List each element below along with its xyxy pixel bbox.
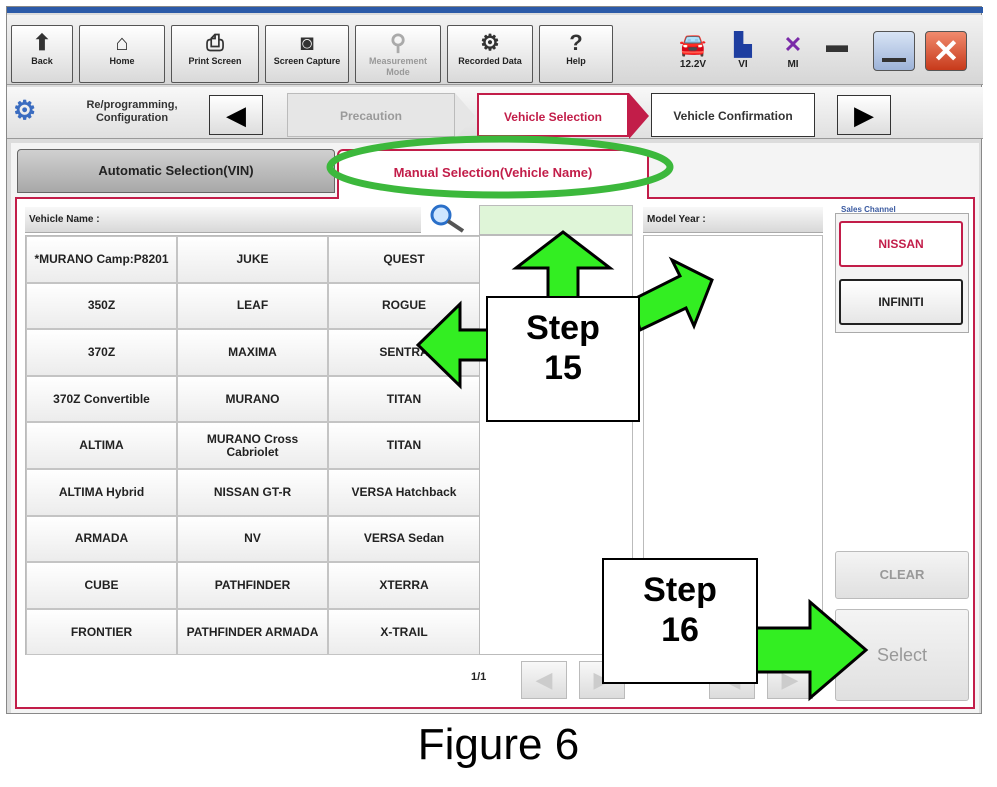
vehicle-name-cell[interactable]: ALTIMA xyxy=(26,422,177,469)
clear-button[interactable]: CLEAR xyxy=(835,551,969,599)
vehicle-name-cell[interactable]: ROGUE xyxy=(328,282,480,330)
breadcrumb-step-precaution: Precaution xyxy=(287,93,455,137)
vehicle-name-cell[interactable]: MAXIMA xyxy=(177,329,328,376)
vehicle-name-cell[interactable]: 370Z Convertible xyxy=(26,375,177,423)
breadcrumb: ⚙ Re/programming, Configuration ◀ Precau… xyxy=(7,87,983,139)
figure-caption: Figure 6 xyxy=(417,720,580,769)
prev-page-button[interactable]: ◀ xyxy=(521,661,567,699)
vehicle-name-cell[interactable]: NV xyxy=(177,515,328,563)
search-icon[interactable] xyxy=(427,203,467,235)
vehicle-name-cell[interactable]: CUBE xyxy=(26,562,177,609)
sales-channel-label: Sales Channel xyxy=(841,205,896,214)
triangle-right-icon: ▶ xyxy=(781,667,799,692)
tab-automatic-selection[interactable]: Automatic Selection(VIN) xyxy=(17,149,335,193)
screen-capture-button[interactable]: ◙ Screen Capture xyxy=(265,25,349,83)
minimize-button[interactable] xyxy=(873,31,915,71)
selection-panel: Automatic Selection(VIN) Vehicle Name : … xyxy=(11,143,979,713)
vehicle-name-cell[interactable]: X-TRAIL xyxy=(328,608,480,656)
vehicle-name-cell[interactable]: QUEST xyxy=(328,236,480,283)
breadcrumb-next-button[interactable]: ▶ xyxy=(837,95,891,135)
recorded-data-button[interactable]: ⚙ Recorded Data xyxy=(447,25,533,83)
infiniti-button[interactable]: INFINITI xyxy=(839,279,963,325)
reprogramming-section: ⚙ Re/programming, Configuration xyxy=(13,93,197,133)
vehicle-name-cell[interactable]: TITAN xyxy=(328,375,480,423)
measurement-icon: ⚲ xyxy=(389,30,407,55)
home-icon: ⌂ xyxy=(115,30,129,55)
vehicle-name-cell[interactable]: VERSA Sedan xyxy=(328,515,480,563)
mi-status: ✕ MI xyxy=(771,31,815,70)
breadcrumb-step-vehicle-selection: Vehicle Selection xyxy=(477,93,629,137)
title-bar xyxy=(7,7,983,13)
back-arrow-icon: ⬆ xyxy=(32,30,52,55)
print-screen-button[interactable]: ⎙ Print Screen xyxy=(171,25,259,83)
breadcrumb-step-vehicle-confirmation: Vehicle Confirmation xyxy=(651,93,815,137)
tab-manual-selection[interactable]: Manual Selection(Vehicle Name) xyxy=(337,149,649,199)
vehicle-name-cell[interactable]: FRONTIER xyxy=(26,608,177,656)
vehicle-name-cell[interactable]: PATHFINDER xyxy=(177,562,328,609)
battery-voltage-status: 🚘 12.2V xyxy=(671,31,715,70)
vehicle-name-cell[interactable]: LEAF xyxy=(177,282,328,330)
vehicle-name-cell[interactable]: XTERRA xyxy=(328,562,480,609)
vi-status: ▙ VI xyxy=(721,31,765,70)
vehicle-name-cell[interactable]: VERSA Hatchback xyxy=(328,468,480,516)
model-year-next-button[interactable]: ▶ xyxy=(767,661,813,699)
vehicle-search-input[interactable] xyxy=(479,205,633,235)
model-year-label: Model Year : xyxy=(643,207,823,233)
mi-disconnected-icon: ✕ xyxy=(783,32,803,57)
vehicle-name-cell[interactable]: 370Z xyxy=(26,329,177,376)
page-indicator: 1/1 xyxy=(471,671,487,683)
back-button[interactable]: ⬆ Back xyxy=(11,25,73,83)
reprogramming-icon: ⚙ xyxy=(13,95,37,125)
help-button[interactable]: ? Help xyxy=(539,25,613,83)
vehicle-name-cell[interactable]: 350Z xyxy=(26,282,177,330)
close-button[interactable]: ✕ xyxy=(925,31,967,71)
battery-status: ▬ xyxy=(815,31,859,59)
help-icon: ? xyxy=(569,30,583,55)
select-button[interactable]: Select xyxy=(835,609,969,701)
vehicle-name-cell[interactable]: *MURANO Camp:P8201 xyxy=(26,236,177,283)
vehicle-name-label: Vehicle Name : xyxy=(25,207,421,233)
vehicle-name-cell[interactable]: JUKE xyxy=(177,236,328,283)
breadcrumb-chevron xyxy=(455,93,475,139)
vehicle-name-cell[interactable]: SENTRA xyxy=(328,329,480,376)
vehicle-name-cell[interactable]: NISSAN GT-R xyxy=(177,468,328,516)
breadcrumb-chevron-active xyxy=(629,93,649,139)
home-button[interactable]: ⌂ Home xyxy=(79,25,165,83)
triangle-left-icon: ◀ xyxy=(226,100,246,130)
printer-icon: ⎙ xyxy=(206,30,224,55)
vehicle-name-cell[interactable]: MURANO Cross Cabriolet xyxy=(177,422,328,469)
toolbar: ⬆ Back ⌂ Home ⎙ Print Screen ◙ Screen Ca… xyxy=(7,15,983,85)
triangle-left-icon: ◀ xyxy=(535,667,553,692)
vehicle-name-cell[interactable]: MURANO xyxy=(177,375,328,423)
vehicle-name-cell[interactable]: ARMADA xyxy=(26,515,177,563)
vi-connector-icon: ▙ xyxy=(734,32,752,57)
car-icon: 🚘 xyxy=(679,32,707,57)
nissan-button[interactable]: NISSAN xyxy=(839,221,963,267)
recorded-data-icon: ⚙ xyxy=(480,30,500,55)
measurement-mode-button[interactable]: ⚲ Measurement Mode xyxy=(355,25,441,83)
camera-icon: ◙ xyxy=(300,30,314,55)
triangle-right-icon: ▶ xyxy=(854,100,874,130)
vehicle-name-cell[interactable]: TITAN xyxy=(328,422,480,469)
battery-icon: ▬ xyxy=(826,32,848,57)
vehicle-name-cell[interactable]: PATHFINDER ARMADA xyxy=(177,608,328,656)
step16-callout: Step 16 xyxy=(602,558,758,684)
step15-callout: Step 15 xyxy=(486,296,640,422)
pagination: 1/1 ◀ ▶ ◀ ▶ xyxy=(25,659,813,699)
vehicle-name-cell[interactable]: ALTIMA Hybrid xyxy=(26,468,177,516)
breadcrumb-back-button[interactable]: ◀ xyxy=(209,95,263,135)
close-icon: ✕ xyxy=(932,33,960,69)
